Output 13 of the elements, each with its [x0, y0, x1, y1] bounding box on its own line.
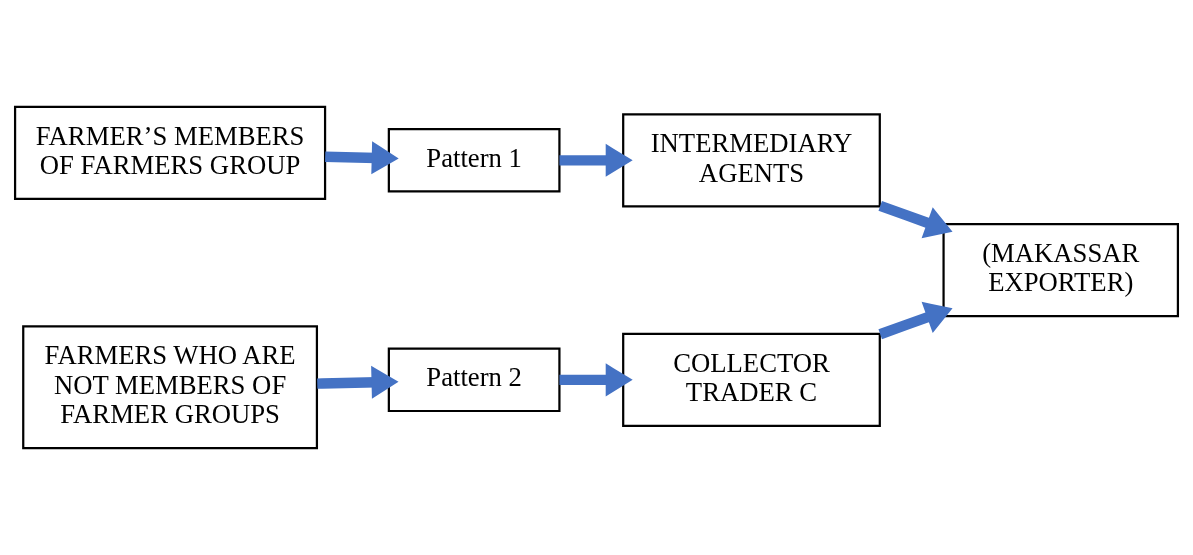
node-box: Pattern 1 [387, 128, 561, 193]
node-box: FARMER’S MEMBERS OF FARMERS GROUP [14, 105, 327, 200]
arrow [559, 363, 633, 397]
arrow [878, 301, 953, 340]
node-box: FARMERS WHO ARE NOT MEMBERS OF FARMER GROUPS [22, 325, 319, 450]
arrow [325, 141, 399, 175]
arrow [878, 201, 953, 239]
node-box: INTERMEDIARY AGENTS [622, 113, 881, 208]
arrow [317, 365, 399, 399]
node-box: (MAKASSAR EXPORTER) [942, 223, 1179, 318]
node-box: COLLECTOR TRADER C [622, 332, 881, 427]
node-box: Pattern 2 [387, 347, 561, 413]
arrow [559, 143, 633, 177]
